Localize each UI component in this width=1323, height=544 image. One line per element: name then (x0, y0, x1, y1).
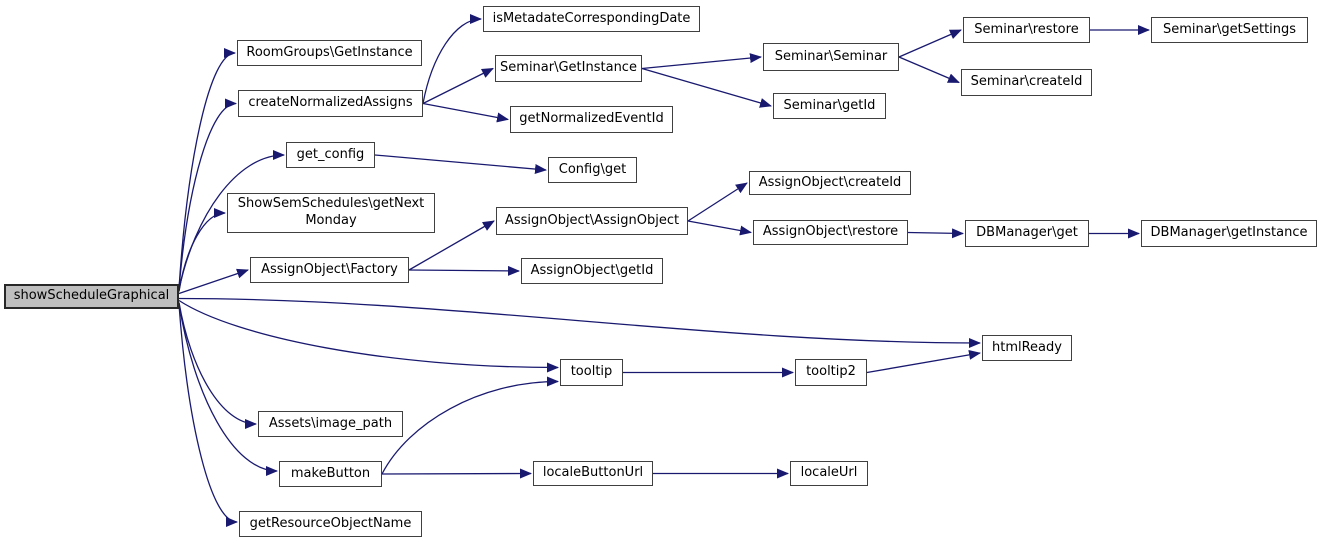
node-a_ip[interactable]: Assets\image_path (258, 411, 403, 437)
edge-ssg-ao_f (178, 268, 249, 295)
node-s_gs[interactable]: Seminar\getSettings (1151, 17, 1308, 43)
edge-ao_f-ao_ao (408, 220, 495, 271)
node-ao_gid[interactable]: AssignObject\getId (521, 258, 663, 284)
node-ao_ao[interactable]: AssignObject\AssignObject (496, 207, 688, 235)
edge-s_gi-s_gid (641, 67, 772, 108)
edge-cna-imcd (422, 14, 482, 104)
edge-mb-lbu (381, 468, 532, 479)
node-sss_gnm[interactable]: ShowSemSchedules\getNext Monday (227, 193, 435, 233)
node-gnei[interactable]: getNormalizedEventId (510, 106, 673, 133)
edge-cna-s_gi (422, 67, 494, 105)
edge-cna-gnei (422, 102, 509, 123)
node-cna[interactable]: createNormalizedAssigns (238, 90, 423, 117)
node-ssg[interactable]: showScheduleGraphical (4, 284, 179, 309)
edge-ssg-hr (178, 297, 981, 348)
node-dbm_g[interactable]: DBManager\get (965, 220, 1089, 247)
node-lu[interactable]: localeUrl (790, 461, 868, 486)
edge-ssg-rg_gi (178, 48, 236, 289)
node-rg_gi[interactable]: RoomGroups\GetInstance (237, 40, 422, 66)
edge-ssg-tt (178, 299, 559, 373)
node-s_gid[interactable]: Seminar\getId (773, 93, 886, 119)
node-ao_cid[interactable]: AssignObject\createId (749, 171, 911, 195)
edge-ssg-mb (178, 303, 278, 476)
node-hr[interactable]: htmlReady (982, 335, 1072, 361)
node-s_s[interactable]: Seminar\Seminar (763, 43, 899, 71)
node-ao_r[interactable]: AssignObject\restore (753, 220, 908, 245)
edge-ao_f-ao_gid (408, 265, 520, 276)
edge-s_s-s_r (898, 29, 962, 58)
node-c_g[interactable]: Config\get (548, 157, 637, 183)
node-lbu[interactable]: localeButtonUrl (533, 461, 653, 486)
edge-ssg-a_ip (178, 302, 257, 429)
edge-s_s-s_cid (898, 56, 960, 84)
node-s_cid[interactable]: Seminar\createId (961, 69, 1092, 96)
node-gron[interactable]: getResourceObjectName (239, 511, 422, 537)
edge-gc-c_g (374, 154, 547, 175)
node-mb[interactable]: makeButton (279, 461, 382, 487)
edge-ssg-sss_gnm (178, 208, 226, 292)
edge-s_gi-s_s (641, 53, 762, 70)
edge-tt2-hr (866, 349, 981, 374)
node-s_r[interactable]: Seminar\restore (963, 17, 1090, 43)
edge-ao_ao-ao_cid (687, 182, 748, 222)
node-tt[interactable]: tooltip (560, 359, 623, 386)
node-gc[interactable]: get_config (286, 142, 375, 168)
node-imcd[interactable]: isMetadateCorrespondingDate (483, 6, 700, 32)
node-s_gi[interactable]: Seminar\GetInstance (495, 55, 642, 82)
edge-ssg-cna (178, 98, 237, 289)
node-ao_f[interactable]: AssignObject\Factory (250, 257, 409, 283)
node-dbm_gi[interactable]: DBManager\getInstance (1141, 220, 1317, 247)
edge-ao_r-dbm_g (907, 228, 964, 239)
edge-mb-tt (381, 376, 559, 475)
edge-ao_ao-ao_r (687, 220, 752, 236)
edge-ssg-gron (178, 304, 238, 527)
node-tt2[interactable]: tooltip2 (795, 359, 867, 386)
